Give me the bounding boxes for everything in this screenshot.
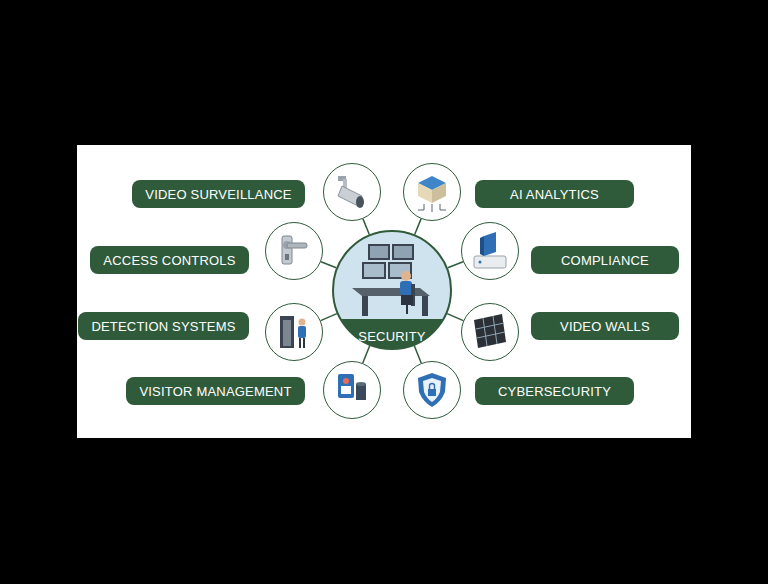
- camera-icon: [338, 176, 364, 208]
- hub-illustration-part: [368, 244, 390, 260]
- hub-illustration-part: [406, 305, 408, 314]
- spoke-line: [321, 262, 336, 268]
- icon-circle: AI ANALYTICS: [403, 163, 461, 221]
- label-pill: DETECTION SYSTEMS: [78, 312, 249, 340]
- spoke-line: [415, 219, 421, 235]
- icon-backgrounds-part: [403, 163, 461, 221]
- ai-building-icon-part: [418, 183, 432, 203]
- category-label: VIDEO SURVEILLANCE: [145, 187, 291, 202]
- icon-backgrounds-part: [265, 222, 323, 280]
- spoke-line: [363, 219, 369, 235]
- detection-gate-icon-part: [299, 338, 301, 348]
- cyber-shield-icon-part: [430, 384, 435, 389]
- hub-illustration-part: [401, 295, 413, 305]
- spoke-line: [414, 346, 421, 363]
- spoke-line: [447, 314, 463, 321]
- icon-backgrounds-part: [461, 222, 519, 280]
- hub-illustration-part: [362, 262, 386, 279]
- spoke-line: [363, 346, 370, 363]
- detection-gate-icon-part: [298, 326, 306, 338]
- label-pill: VISITOR MANAGEMENT: [126, 377, 305, 405]
- hub-illustration-part: [394, 246, 412, 258]
- detection-gate-icon-part: [280, 316, 294, 348]
- icon-backgrounds-part: [323, 361, 381, 419]
- door-handle-icon-part: [282, 236, 292, 264]
- ai-building-icon-part: [432, 183, 446, 203]
- hub-illustration-part: [362, 296, 368, 316]
- category-label: VIDEO WALLS: [560, 319, 650, 334]
- icon-circle: VIDEO WALLS: [461, 303, 519, 361]
- category-label: VISITOR MANAGEMENT: [139, 384, 291, 399]
- door-handle-icon: [282, 236, 307, 264]
- icon-backgrounds-part: [403, 361, 461, 419]
- icon-circle: COMPLIANCE: [461, 222, 519, 280]
- visitor-badge-icon: [338, 374, 366, 400]
- cyber-shield-icon: [418, 373, 446, 407]
- hub-illustration: [330, 231, 454, 354]
- ai-building-icon-part: [418, 204, 446, 212]
- ai-building-icon: [418, 176, 446, 212]
- category-label: AI ANALYTICS: [510, 187, 599, 202]
- icon-circle: CYBERSECURITY: [403, 361, 461, 419]
- category-label: CYBERSECURITY: [498, 384, 611, 399]
- icon-circle: DETECTION SYSTEMS: [265, 303, 323, 361]
- video-wall-icon-part: [476, 323, 504, 329]
- video-wall-icon-part: [477, 332, 505, 338]
- label-pill: ACCESS CONTROLS: [90, 246, 249, 274]
- label-pill: COMPLIANCE: [531, 246, 679, 274]
- hub-illustration-part: [422, 296, 428, 316]
- icon-circle: VISITOR MANAGEMENT: [323, 361, 381, 419]
- category-label: ACCESS CONTROLS: [103, 253, 235, 268]
- visitor-badge-icon-part: [343, 378, 349, 384]
- hub-illustration-part: [370, 246, 388, 258]
- door-handle-icon-part: [285, 254, 289, 260]
- hub-illustration-part: [392, 244, 414, 260]
- video-wall-icon-part: [493, 316, 497, 344]
- detection-gate-icon-part: [283, 320, 291, 346]
- detection-gate-icon-part: [299, 319, 306, 326]
- camera-icon-part: [356, 196, 364, 208]
- cyber-shield-icon-part: [418, 373, 446, 407]
- compliance-icon-part: [474, 256, 506, 268]
- visitor-badge-icon-part: [356, 382, 366, 386]
- video-wall-icon-part: [483, 318, 487, 346]
- hub-circle: SECURITY: [332, 230, 452, 350]
- video-wall-icon-part: [476, 316, 505, 346]
- hub-illustration-part: [364, 264, 384, 277]
- video-wall-icon: [474, 314, 506, 348]
- hub-illustration-part: [352, 288, 430, 296]
- spoke-line: [448, 262, 463, 268]
- white-panel: [77, 145, 691, 438]
- compliance-icon: [474, 232, 506, 268]
- door-handle-icon-part: [287, 243, 307, 248]
- hub-label: SECURITY: [334, 329, 450, 344]
- icon-circle: ACCESS CONTROLS: [265, 222, 323, 280]
- icon-backgrounds-part: [323, 163, 381, 221]
- hub-illustration-part: [400, 281, 412, 295]
- category-label: DETECTION SYSTEMS: [91, 319, 235, 334]
- compliance-icon-part: [484, 232, 496, 256]
- compliance-icon-part: [479, 261, 482, 264]
- cyber-shield-icon-part: [423, 378, 441, 402]
- visitor-badge-icon-part: [338, 374, 354, 398]
- cyber-shield-icon-part: [428, 389, 436, 396]
- visitor-badge-icon-part: [356, 384, 366, 400]
- detection-gate-icon-part: [303, 338, 305, 348]
- label-pill: CYBERSECURITY: [475, 377, 634, 405]
- label-pill: VIDEO SURVEILLANCE: [132, 180, 305, 208]
- detection-gate-icon: [280, 316, 306, 348]
- label-pill: AI ANALYTICS: [475, 180, 634, 208]
- compliance-icon-part: [480, 236, 484, 256]
- icon-backgrounds-part: [461, 303, 519, 361]
- icon-backgrounds-part: [265, 303, 323, 361]
- video-wall-icon-part: [474, 314, 506, 348]
- label-pill: VIDEO WALLS: [531, 312, 679, 340]
- visitor-badge-icon-part: [341, 386, 351, 394]
- hub-illustration-part: [401, 271, 411, 281]
- spoke-line: [321, 314, 337, 321]
- icon-circle: VIDEO SURVEILLANCE: [323, 163, 381, 221]
- category-label: COMPLIANCE: [561, 253, 649, 268]
